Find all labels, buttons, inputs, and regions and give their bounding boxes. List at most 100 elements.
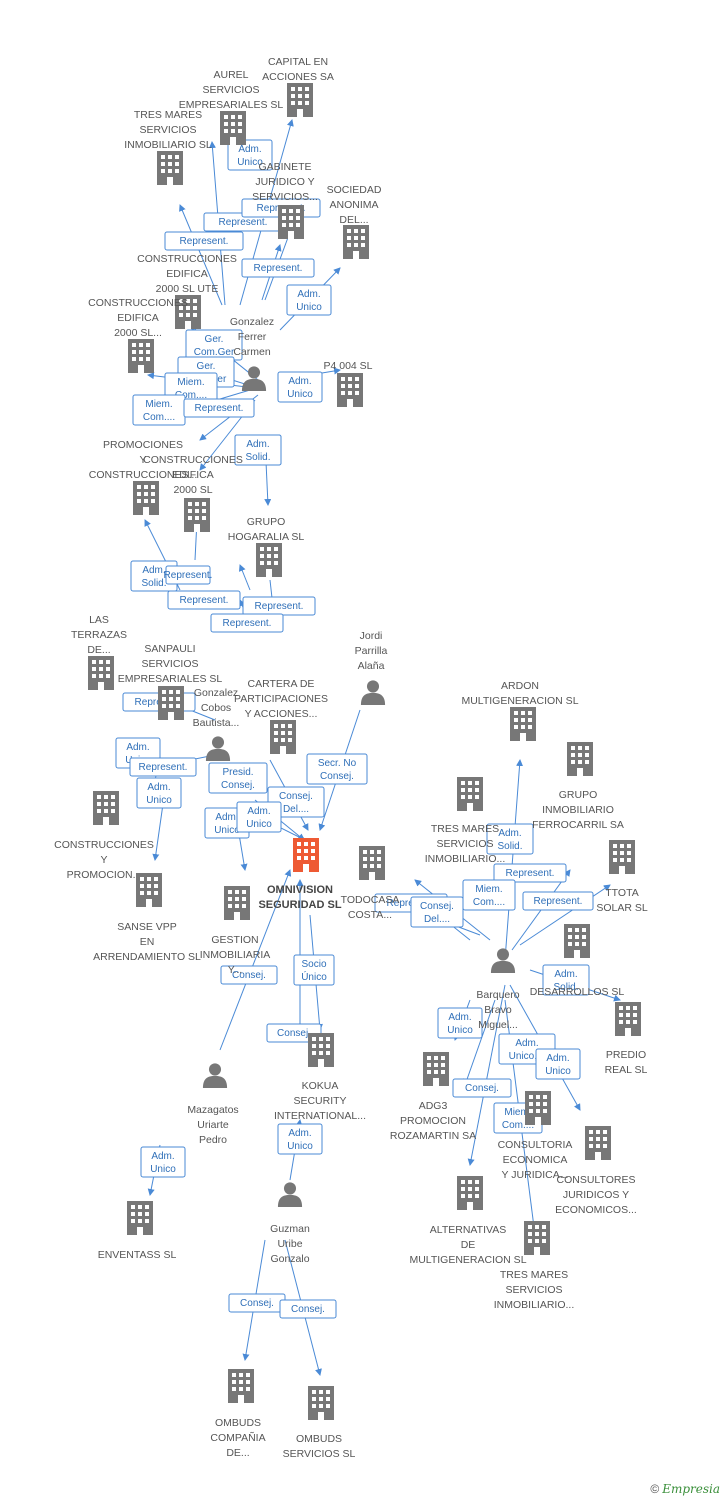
edge-line xyxy=(519,884,611,946)
company-node-enventass[interactable]: ENVENTASS SL xyxy=(98,1201,177,1261)
node-label: Jordi xyxy=(360,630,383,642)
company-node-ombuds_comp[interactable]: OMBUDSCOMPAÑIADE... xyxy=(210,1369,266,1459)
relation-label-text: Unico xyxy=(246,819,272,830)
company-node-desarrollos[interactable]: DESARROLLOS SL xyxy=(530,924,625,998)
relation-label[interactable]: Consej.Del.... xyxy=(267,786,325,818)
relation-label-text: Unico xyxy=(146,795,172,806)
relation-label[interactable]: Consej. xyxy=(220,965,278,985)
company-node-promociones[interactable]: PROMOCIONESYCONSTRUCCIONES... xyxy=(89,439,198,515)
relation-label-text: Consej. xyxy=(277,1028,311,1039)
relation-label[interactable]: Represent. xyxy=(183,398,255,418)
relation-label[interactable]: Adm. Unico xyxy=(136,777,182,809)
relation-label[interactable]: Consej. xyxy=(279,1299,337,1319)
relation-label[interactable]: Presid.Consej. xyxy=(208,762,268,794)
relation-label[interactable]: Represent. xyxy=(167,590,241,610)
relation-label-text: Represent. xyxy=(180,595,229,606)
person-node-barquero[interactable]: BarqueroBravoMiguel... xyxy=(476,948,520,1031)
relation-label[interactable]: Adm.Solid. xyxy=(486,823,534,855)
relation-label-box xyxy=(164,231,244,251)
relation-label[interactable]: Represent. xyxy=(129,757,197,777)
relation-label[interactable]: Adm.Unico xyxy=(277,1123,323,1155)
relation-label[interactable]: Adm.Unico xyxy=(140,1146,186,1178)
relation-label[interactable]: Adm.Unico xyxy=(277,371,323,403)
relation-label-text: Com.... xyxy=(473,897,505,908)
building-icon xyxy=(343,225,369,259)
relation-label-text: Adm. xyxy=(147,782,170,793)
company-node-tresmares2[interactable]: TRES MARESSERVICIOSINMOBILIARIO... xyxy=(425,777,506,865)
node-label: HOGARALIA SL xyxy=(228,531,305,543)
relation-label[interactable]: Adm.Unico xyxy=(437,1007,483,1039)
relation-label[interactable]: Adm.Solid. xyxy=(234,434,282,466)
relation-label[interactable]: Consej. xyxy=(452,1078,512,1098)
relation-label[interactable]: Adm.Unico xyxy=(236,801,282,833)
relation-label-box xyxy=(208,762,268,794)
node-label: ARRENDAMIENTO SL xyxy=(93,951,201,963)
relation-label[interactable]: Consej.Del.... xyxy=(410,896,464,928)
relation-label[interactable]: Adm.Solid. xyxy=(542,964,590,996)
relation-label[interactable]: Represent. xyxy=(164,565,213,585)
building-icon xyxy=(609,840,635,874)
building-icon xyxy=(308,1386,334,1420)
person-node-gonzalez_cobos[interactable]: GonzalezCobosBautista... xyxy=(193,687,240,761)
relation-label[interactable]: Represent. xyxy=(522,891,594,911)
company-node-terrazas[interactable]: LASTERRAZASDE... xyxy=(71,614,127,690)
company-node-sociedad[interactable]: SOCIEDADANONIMADEL... xyxy=(327,184,382,259)
company-node-todocasa[interactable]: TODOCASACOSTA... xyxy=(341,846,400,921)
relation-label[interactable]: Represent. xyxy=(164,231,244,251)
company-node-p4[interactable]: P4 004 SL xyxy=(323,360,373,407)
relation-label[interactable]: Represent. xyxy=(241,258,315,278)
node-label: CONSTRUCCIONES xyxy=(143,454,243,466)
relation-label[interactable]: Consej. xyxy=(266,1023,322,1043)
company-node-tresmares3[interactable]: TRES MARESSERVICIOSINMOBILIARIO... xyxy=(494,1221,575,1311)
relation-label-text: Unico xyxy=(150,1164,176,1175)
node-label: PARTICIPACIONES xyxy=(234,693,328,705)
relation-label[interactable]: Adm.Unico xyxy=(535,1048,581,1080)
node-label: Barquero xyxy=(476,989,519,1001)
relation-label[interactable]: Represent. xyxy=(493,863,567,883)
company-node-gestion[interactable]: GESTIONINMOBILIARIAY... xyxy=(200,886,271,976)
relation-label[interactable]: Consej. xyxy=(228,1293,286,1313)
relation-label-text: Unico xyxy=(447,1025,473,1036)
relation-label[interactable]: Miem.Com.... xyxy=(132,394,186,426)
node-label: INMOBILIARIO SL xyxy=(124,139,212,151)
node-label: OMNIVISION xyxy=(267,884,333,896)
relation-label[interactable]: Miem.Com.... xyxy=(462,879,516,911)
relation-label[interactable]: Adm.Unico xyxy=(227,139,273,171)
relation-label[interactable]: Adm.Unico xyxy=(286,284,332,316)
relation-label[interactable]: Represent. xyxy=(210,613,284,633)
company-node-cons_promo[interactable]: CONSTRUCCIONESYPROMOCION... xyxy=(54,791,154,881)
relation-label-text: Adm. xyxy=(238,144,261,155)
node-label: ADG3 xyxy=(419,1100,448,1112)
node-label: Miguel... xyxy=(478,1019,518,1031)
relation-label[interactable]: Represent. xyxy=(242,596,316,616)
footer-brand[interactable]: ©Empresia xyxy=(650,1482,720,1496)
company-node-kokua[interactable]: KOKUASECURITYINTERNATIONAL... xyxy=(274,1033,366,1122)
